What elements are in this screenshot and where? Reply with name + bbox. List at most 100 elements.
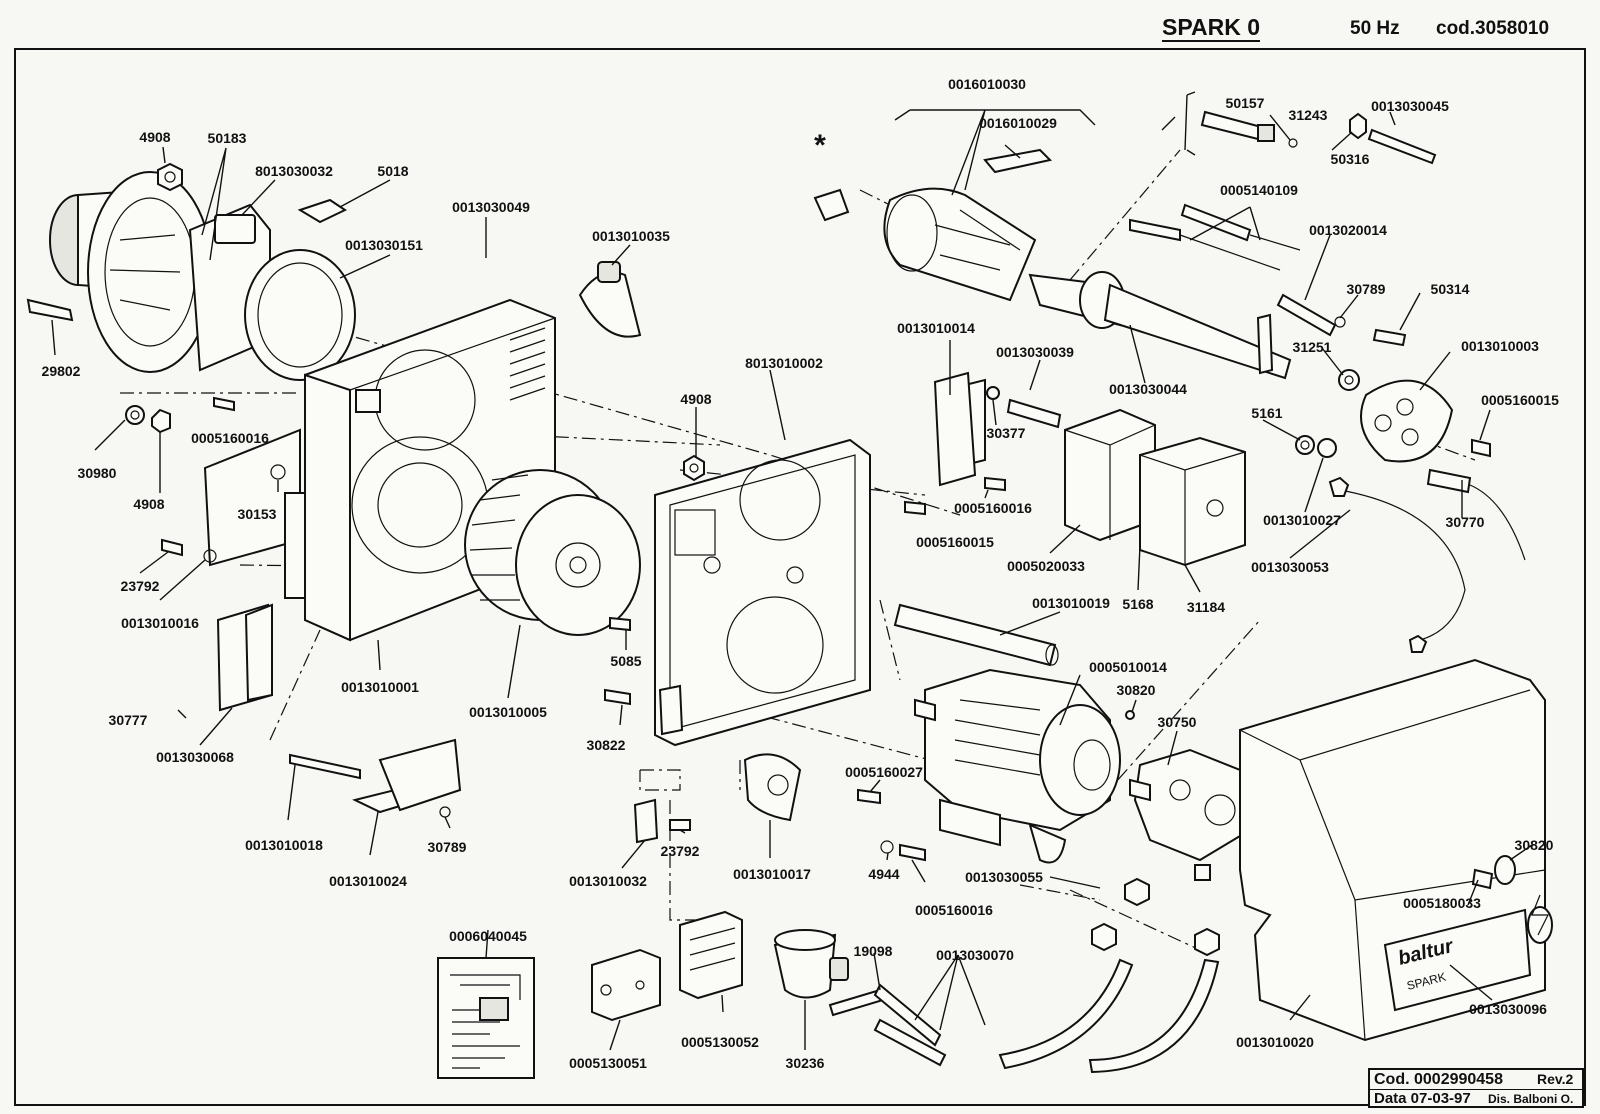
connectors-and-filter — [591, 877, 1220, 1074]
part-label: 5018 — [377, 163, 408, 179]
part-label: 0016010029 — [979, 115, 1057, 131]
part-label: 0013010027 — [1263, 512, 1341, 528]
part-label: 0006040045 — [449, 928, 527, 944]
part-label: 0013010032 — [569, 873, 647, 889]
part-label: 5168 — [1122, 596, 1153, 612]
part-label: 0013010017 — [733, 866, 811, 882]
part-labels: 4908 50183 8013030032 5018 0013030049 00… — [42, 76, 1560, 1071]
part-label: 0013010019 — [1032, 595, 1110, 611]
part-label: 8013010002 — [745, 355, 823, 371]
part-label: 0016010030 — [948, 76, 1026, 92]
part-label: 0013010001 — [341, 679, 419, 695]
part-label: 30820 — [1117, 682, 1156, 698]
part-label: 0005160015 — [916, 534, 994, 550]
part-label: 0013010018 — [245, 837, 323, 853]
drawing-author: Dis. Balboni O. — [1488, 1092, 1574, 1106]
title-block-row-code: Cod. 0002990458 Rev.2 — [1370, 1070, 1582, 1090]
blast-tube-assembly — [26, 162, 356, 434]
part-label: 0005160027 — [845, 764, 923, 780]
oil-pump — [1129, 748, 1252, 881]
flame-detector-parts — [1295, 379, 1526, 653]
part-label: 0013030096 — [1469, 1001, 1547, 1017]
part-label: 30750 — [1158, 714, 1197, 730]
part-label: 29802 — [42, 363, 81, 379]
part-label: 50183 — [208, 130, 247, 146]
part-label: 30822 — [587, 737, 626, 753]
part-label: 0005020033 — [1007, 558, 1085, 574]
mounting-plate — [604, 438, 871, 747]
drawing-frame — [14, 48, 1586, 1106]
part-label: 4944 — [868, 866, 899, 882]
drawing-number: Cod. 0002990458 — [1374, 1071, 1503, 1088]
leader-lines — [51, 91, 1533, 1051]
part-label: 0005160015 — [1481, 392, 1559, 408]
wiring-diagram-sheet — [437, 957, 535, 1079]
part-label: 0005140109 — [1220, 182, 1298, 198]
part-label: 5161 — [1251, 405, 1282, 421]
part-label: 0013010014 — [897, 320, 975, 336]
drawing-date: Data 07-03-97 — [1374, 1090, 1471, 1107]
electrode-assembly — [813, 110, 1437, 391]
part-label: 30236 — [786, 1055, 825, 1071]
part-label: 23792 — [661, 843, 700, 859]
part-label: 30789 — [1347, 281, 1386, 297]
part-label: 50316 — [1331, 151, 1370, 167]
bracket-parts — [633, 753, 926, 862]
asterisk-mark: * — [814, 129, 826, 162]
damper-shaft-assembly — [289, 738, 462, 818]
part-label: 0013020014 — [1309, 222, 1387, 238]
part-label: 30789 — [428, 839, 467, 855]
part-label: 0013010035 — [592, 228, 670, 244]
part-label: 0013010016 — [121, 615, 199, 631]
part-label: 31243 — [1289, 107, 1328, 123]
part-label: 0013010005 — [469, 704, 547, 720]
part-label: 50157 — [1226, 95, 1265, 111]
part-label: 0005160016 — [954, 500, 1032, 516]
part-label: 30377 — [987, 425, 1026, 441]
part-label: 0013030053 — [1251, 559, 1329, 575]
part-label: 19098 — [854, 943, 893, 959]
drawing-code: cod.3058010 — [1436, 18, 1550, 39]
title-block-row-date: Data 07-03-97 Dis. Balboni O. — [1370, 1089, 1582, 1108]
part-label: 0013030049 — [452, 199, 530, 215]
fan-wheel — [464, 469, 641, 636]
part-label: 30153 — [238, 506, 277, 522]
model-title: SPARK 0 — [1162, 14, 1260, 42]
part-label: 50314 — [1431, 281, 1470, 297]
part-label: 30980 — [78, 465, 117, 481]
part-label: 0013030039 — [996, 344, 1074, 360]
part-label: 5085 — [610, 653, 641, 669]
control-box-and-transformer — [904, 378, 1246, 567]
revision-label: Rev.2 — [1537, 1071, 1574, 1087]
part-label: 0013010020 — [1236, 1034, 1314, 1050]
part-label: 0013030044 — [1109, 381, 1187, 397]
burner-cover — [1239, 658, 1553, 1042]
flange-and-spacers — [893, 371, 1059, 667]
part-label: 4908 — [139, 129, 170, 145]
part-label: 31251 — [1293, 339, 1332, 355]
part-label: 30777 — [109, 712, 148, 728]
frequency-label: 50 Hz — [1350, 18, 1400, 39]
part-label: 31184 — [1187, 599, 1225, 615]
part-label: 0005130052 — [681, 1034, 759, 1050]
part-label: 0005160016 — [191, 430, 269, 446]
part-label: 0013030055 — [965, 869, 1043, 885]
part-label: 0005010014 — [1089, 659, 1167, 675]
part-label: 0013030045 — [1371, 98, 1449, 114]
part-label: 0013030070 — [936, 947, 1014, 963]
air-damper — [578, 261, 642, 338]
part-label: 0005180033 — [1403, 895, 1481, 911]
part-label: 30770 — [1446, 514, 1485, 530]
part-label: 8013030032 — [255, 163, 333, 179]
part-label: 30820 — [1515, 837, 1554, 853]
part-label: 0013030068 — [156, 749, 234, 765]
part-label: 0013010024 — [329, 873, 407, 889]
part-label: 23792 — [121, 578, 160, 594]
part-label: 0013010003 — [1461, 338, 1539, 354]
drawing-header: SPARK 0 50 Hz cod.3058010 — [0, 8, 1600, 48]
motor — [914, 668, 1135, 864]
part-label: 0013030151 — [345, 237, 423, 253]
part-label: 0005160016 — [915, 902, 993, 918]
title-block: Cod. 0002990458 Rev.2 Data 07-03-97 Dis.… — [1368, 1068, 1584, 1108]
